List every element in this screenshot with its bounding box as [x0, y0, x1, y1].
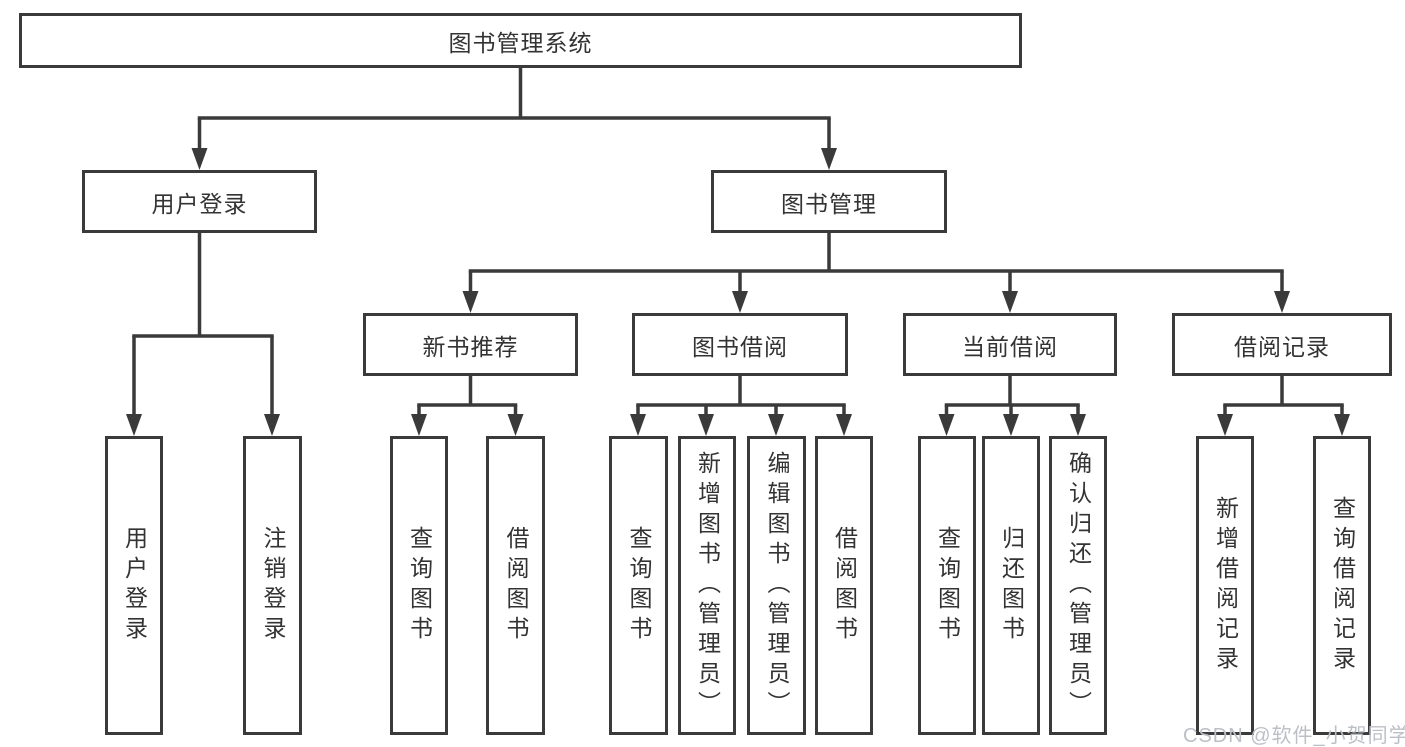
- node-current-borrowing-label: 当前借阅: [962, 333, 1058, 360]
- node-borrowing-records-label: 借阅记录: [1234, 333, 1330, 360]
- node-new-book-recommend-label: 新书推荐: [422, 333, 519, 360]
- node-leaf-query-borrow-record: 查询借阅记录: [1313, 436, 1371, 735]
- node-user-login: 用户登录: [82, 170, 317, 233]
- node-book-borrowing: 图书借阅: [632, 313, 848, 376]
- node-leaf-user-login-label: 用户登录: [121, 525, 148, 646]
- node-leaf-borrow-books-recommend: 借阅图书: [486, 436, 545, 735]
- node-leaf-add-borrow-record-label: 新增借阅记录: [1212, 495, 1239, 676]
- node-leaf-borrow-books-borrowing: 借阅图书: [815, 436, 873, 735]
- node-leaf-logout: 注销登录: [243, 436, 302, 735]
- node-leaf-return-book: 归还图书: [982, 436, 1040, 735]
- node-leaf-add-book-admin-label: 新增图书（管理员）: [694, 450, 721, 721]
- node-leaf-confirm-return-admin: 确认归还（管理员）: [1049, 436, 1107, 735]
- node-leaf-query-borrow-record-label: 查询借阅记录: [1329, 495, 1356, 676]
- node-book-management-label: 图书管理: [781, 190, 877, 217]
- node-leaf-query-books-borrowing-label: 查询图书: [626, 525, 652, 646]
- node-book-management: 图书管理: [711, 170, 947, 233]
- node-leaf-add-borrow-record: 新增借阅记录: [1196, 436, 1254, 735]
- node-leaf-confirm-return-admin-label: 确认归还（管理员）: [1065, 450, 1092, 721]
- node-leaf-query-books-current: 查询图书: [918, 436, 976, 735]
- node-leaf-logout-label: 注销登录: [260, 525, 286, 646]
- node-leaf-borrow-books-borrowing-label: 借阅图书: [831, 525, 858, 646]
- node-borrowing-records: 借阅记录: [1172, 313, 1392, 376]
- node-leaf-borrow-books-recommend-label: 借阅图书: [503, 525, 529, 646]
- node-current-borrowing: 当前借阅: [903, 313, 1117, 376]
- node-leaf-user-login: 用户登录: [105, 436, 163, 735]
- node-leaf-query-books-recommend-label: 查询图书: [406, 525, 433, 646]
- node-leaf-edit-book-admin-label: 编辑图书（管理员）: [764, 450, 790, 721]
- node-leaf-query-books-recommend: 查询图书: [390, 436, 448, 735]
- node-system-root-label: 图书管理系统: [448, 29, 593, 56]
- node-system-root: 图书管理系统: [19, 13, 1022, 68]
- arrowheads: [126, 148, 1350, 436]
- node-leaf-return-book-label: 归还图书: [998, 525, 1025, 646]
- node-leaf-add-book-admin: 新增图书（管理员）: [678, 436, 736, 735]
- node-new-book-recommend: 新书推荐: [363, 313, 578, 376]
- node-book-borrowing-label: 图书借阅: [692, 333, 788, 360]
- node-leaf-query-books-current-label: 查询图书: [934, 525, 961, 646]
- csdn-watermark: CSDN @软件_小贺同学: [1183, 725, 1405, 747]
- node-leaf-query-books-borrowing: 查询图书: [609, 436, 668, 735]
- node-leaf-edit-book-admin: 编辑图书（管理员）: [747, 436, 806, 735]
- node-user-login-label: 用户登录: [151, 190, 248, 217]
